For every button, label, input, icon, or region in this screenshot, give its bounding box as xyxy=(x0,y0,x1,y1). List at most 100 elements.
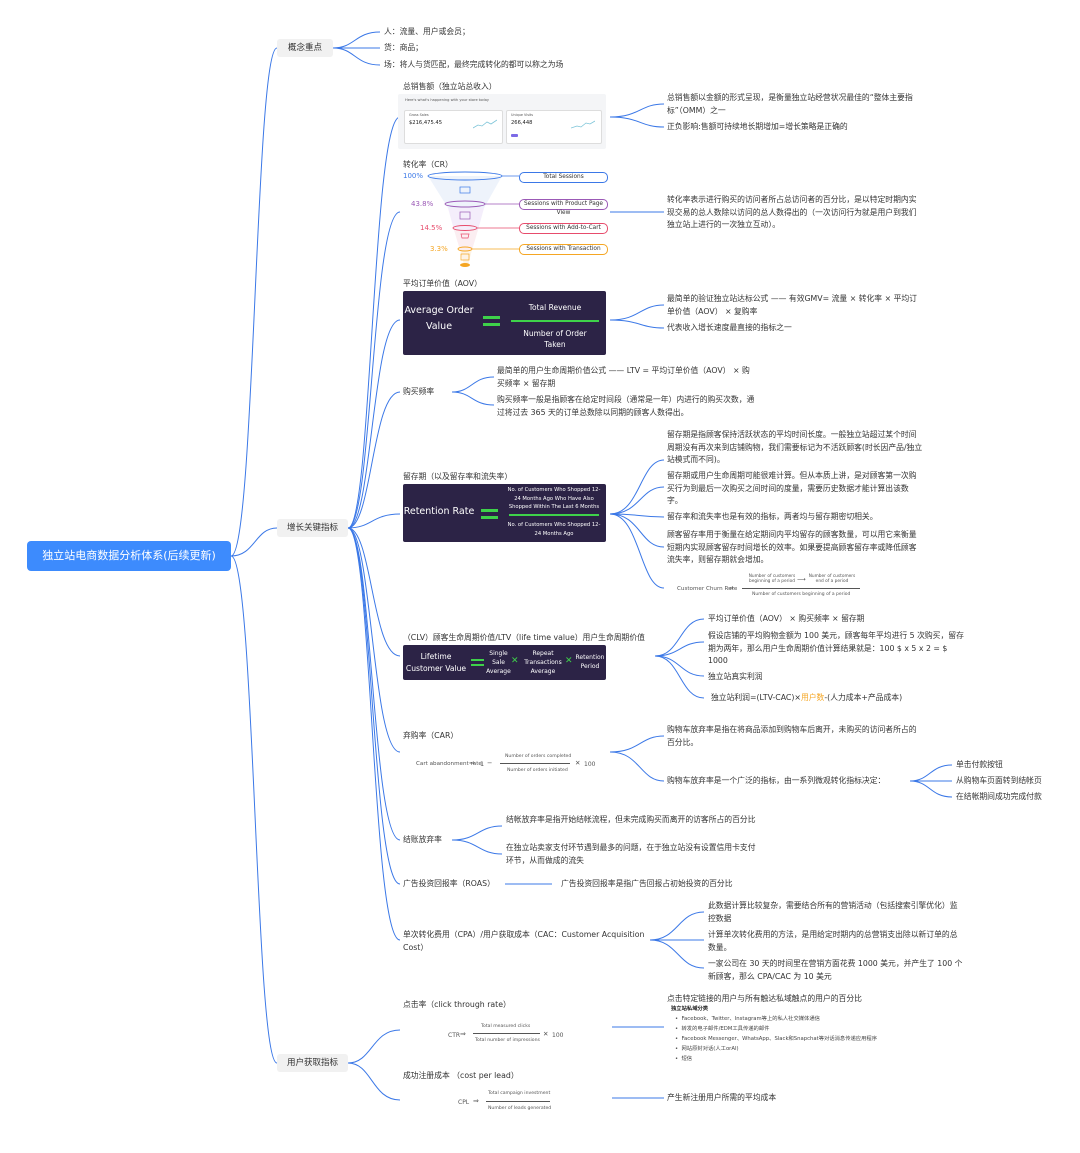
clv-desc-4: 独立站利润=(LTV-CAC)×用户数-(人力成本+产品成本) xyxy=(711,692,902,705)
clv-title: （CLV）顾客生命周期价值/LTV（life time value）用户生命周期… xyxy=(403,633,645,642)
ctr-numerator: Total measured clicks xyxy=(481,1024,531,1029)
cpa-desc-2: 计算单次转化费用的方法，是用给定时期内的总营销支出除以新订单的总数量。 xyxy=(708,930,958,952)
multiply-icon: ✕ xyxy=(565,656,573,666)
car-numerator: Number of orders completed xyxy=(505,754,572,759)
roas-title: 广告投资回报率（ROAS） xyxy=(403,879,495,888)
equals-icon-bar xyxy=(483,323,500,326)
car-desc-1: 购物车放弃率是指在将商品添加到购物车后离开，未购买的访问者所占的百分比。 xyxy=(667,725,917,747)
cpl-desc: 产生新注册用户所需的平均成本 xyxy=(667,1093,777,1102)
fraction-bar xyxy=(500,763,570,764)
clv-term-1: Single Sale Average xyxy=(486,650,511,675)
churn-term-b: Number of customers end of a period xyxy=(808,574,856,584)
car-hundred: 100 xyxy=(584,761,596,768)
concept-item-place: 场：将人与货匹配，最终完成转化的都可以称之为场 xyxy=(384,60,564,69)
equals-icon xyxy=(483,316,500,319)
freq-title: 购买频率 xyxy=(403,387,435,396)
equals-icon xyxy=(471,659,484,661)
aov-formula-panel: Average Order Value Total Revenue Number… xyxy=(403,291,606,355)
fraction-bar xyxy=(742,588,860,589)
ctr-list-item-text: 短信 xyxy=(681,1056,693,1062)
car-micro-2: 从购物车页面转到结帐页 xyxy=(956,776,1042,785)
cpl-denominator: Number of leads generated xyxy=(488,1106,552,1111)
retention-desc-4: 顾客留存率用于衡量在给定期间内平均留存的顾客数量，可以用它来衡量短期内实现顾客留… xyxy=(667,530,917,564)
node-growth-metrics[interactable]: 增长关键指标 xyxy=(277,519,348,537)
multiply-icon: ✕ xyxy=(575,759,581,767)
car-micro-3: 在结帐期间成功完成付款 xyxy=(956,792,1042,801)
ctr-title: 点击率（click through rate） xyxy=(403,1000,511,1009)
clv-desc-3: 独立站真实利润 xyxy=(708,672,763,681)
aov-title: 平均订单价值（AOV） xyxy=(403,279,482,288)
retention-panel-denominator: No. of Customers Who Shopped 12-24 Month… xyxy=(507,522,601,537)
retention-panel-numerator: No. of Customers Who Shopped 12-24 Month… xyxy=(507,487,601,510)
unique-visits-value: 266,448 xyxy=(511,120,533,126)
clv-desc-1: 平均订单价值（AOV） × 购买频率 × 留存期 xyxy=(708,614,865,623)
churn-term-a: Number of customers beginning of a perio… xyxy=(748,574,796,584)
unique-visits-label: Unique Visits xyxy=(511,113,534,117)
node-acquisition-metrics[interactable]: 用户获取指标 xyxy=(277,1054,348,1072)
cpl-title: 成功注册成本 （cost per lead） xyxy=(403,1071,519,1080)
checkout-desc-1: 结帐放弃率是指开始结帐流程，但未完成购买而离开的访客所占的百分比 xyxy=(506,815,756,824)
funnel-pct-4: 3.3% xyxy=(430,245,448,253)
profit-formula-start: 独立站利润=(LTV-CAC)× xyxy=(711,693,801,702)
dashboard-header: Here's what's happening with your store … xyxy=(405,98,490,102)
car-micro-1: 单击付款按钮 xyxy=(956,760,1003,769)
unique-visits-card: Unique Visits 266,448 xyxy=(506,110,602,144)
car-one: 1 xyxy=(480,760,485,768)
ctr-denominator: Total number of impressions xyxy=(475,1038,540,1043)
ctr-list-item-text: 转发的电子邮件/EDM工具传递的邮件 xyxy=(681,1026,770,1032)
concept-item-people: 人：流量、用户或会员； xyxy=(384,27,470,36)
arrow-icon: ⟶ xyxy=(797,576,806,583)
funnel-stage-4: Sessions with Transaction xyxy=(519,244,608,255)
equals-icon xyxy=(481,509,498,512)
churn-label: Customer Churn Rate xyxy=(677,586,738,592)
clv-term-3: Retention Period xyxy=(575,654,605,670)
concept-item-goods: 货：商品； xyxy=(384,43,423,52)
retention-title: 留存期（以及留存率和流失率） xyxy=(403,472,513,481)
freq-desc-1: 最简单的用户生命周期价值公式 —— LTV = 平均订单价值（AOV） × 购买… xyxy=(497,366,750,388)
ctr-formula-label: CTR xyxy=(448,1032,461,1039)
equals-icon: ⇒ xyxy=(473,1097,479,1105)
fraction-bar xyxy=(486,1101,550,1102)
node-concepts[interactable]: 概念重点 xyxy=(277,39,333,57)
clv-formula-panel: Lifetime Customer Value Single Sale Aver… xyxy=(403,645,606,680)
car-desc-2: 购物车放弃率是一个广泛的指标，由一系列微观转化指标决定： xyxy=(667,776,886,785)
funnel-stage-2: Sessions with Product Page View xyxy=(519,199,608,216)
ctr-list-item: • 网站原封对话(人工orAI) xyxy=(675,1046,739,1052)
badge-icon xyxy=(511,134,518,137)
funnel-pct-3: 14.5% xyxy=(420,224,443,232)
multiply-icon: ✕ xyxy=(511,656,519,666)
ctr-list-item: • Facebook、Twitter、Instagram等上的私人社交媒体通信 xyxy=(675,1016,820,1022)
car-denominator: Number of orders initiated xyxy=(507,768,568,773)
clv-panel-left: Lifetime Customer Value xyxy=(405,652,467,673)
gross-sales-label: Gross Sales xyxy=(409,113,429,117)
cpa-title: 单次转化费用（CPA）/用户获取成本（CAC：Customer Acquisit… xyxy=(403,930,645,952)
cr-title: 转化率（CR） xyxy=(403,160,453,169)
ctr-list-title: 独立站私域分类 xyxy=(671,1006,709,1012)
aov-panel-left: Average Order Value xyxy=(404,305,474,332)
gmv-title: 总销售额（独立站总收入） xyxy=(403,82,497,91)
clv-desc-2: 假设店铺的平均购物金额为 100 美元，顾客每年平均进行 5 次购买，留存期为两… xyxy=(708,631,964,665)
retention-panel-left: Retention Rate xyxy=(403,506,475,517)
checkout-title: 结账放弃率 xyxy=(403,835,442,844)
freq-desc-2: 购买频率一般是指顾客在给定时间段（通常是一年）内进行的购买次数，通过将过去 36… xyxy=(497,395,755,417)
aov-desc-2: 代表收入增长速度最直接的指标之一 xyxy=(667,323,792,332)
clv-term-2: Repeat Transactions Average xyxy=(524,650,562,675)
funnel-pct-2: 43.8% xyxy=(411,200,434,208)
minus-icon: − xyxy=(487,759,493,767)
equals-icon: ⇒ xyxy=(460,1030,466,1038)
fraction-bar xyxy=(473,1033,540,1034)
ctr-list-item: • 短信 xyxy=(675,1056,693,1062)
fraction-bar xyxy=(509,514,599,516)
ctr-list-item-text: 网站原封对话(人工orAI) xyxy=(681,1046,739,1052)
equals-icon-bar xyxy=(471,664,484,666)
ctr-list-item: • 转发的电子邮件/EDM工具传递的邮件 xyxy=(675,1026,770,1032)
ctr-hundred: 100 xyxy=(552,1032,564,1039)
roas-desc: 广告投资回报率是指广告回报占初始投资的百分比 xyxy=(561,879,733,888)
churn-denominator: Number of customers beginning of a perio… xyxy=(752,592,851,597)
cpa-desc-3: 一家公司在 30 天的时间里在营销方面花费 1000 美元，并产生了 100 个… xyxy=(708,959,963,981)
gmv-desc-1: 总销售额以金额的形式呈现，是衡量独立站经营状况最佳的“整体主要指标”（OMM）之… xyxy=(667,93,913,115)
root-node[interactable]: 独立站电商数据分析体系(后续更新) xyxy=(27,541,231,571)
car-formula-label: Cart abandonment rate xyxy=(416,761,482,767)
retention-formula-panel: Retention Rate No. of Customers Who Shop… xyxy=(403,484,606,542)
equals-icon-bar xyxy=(481,516,498,519)
